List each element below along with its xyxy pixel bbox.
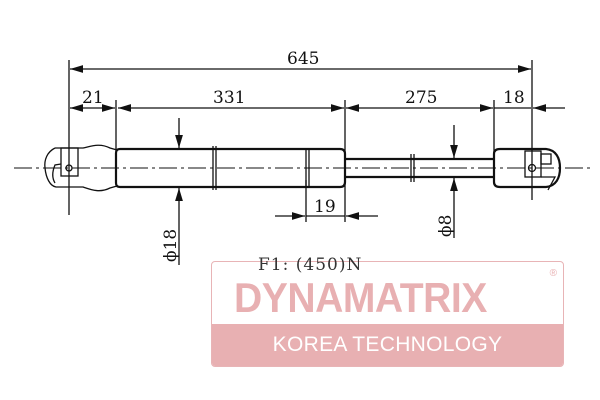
dimension-diameter-18: ϕ18 <box>161 118 183 265</box>
dim-18-label: 18 <box>503 88 525 108</box>
dim-phi18-label: ϕ18 <box>161 229 181 262</box>
registered-mark: ® <box>549 268 557 279</box>
left-end-fitting <box>44 144 118 192</box>
force-label: F1: (450)N <box>258 255 363 275</box>
piston-rod <box>345 154 494 182</box>
brand-logo: DYNAMATRIX ® KOREA TECHNOLOGY <box>211 261 564 367</box>
cylinder-body <box>114 146 347 190</box>
extension-lines <box>68 60 533 222</box>
dim-331-label: 331 <box>213 88 245 108</box>
dimension-cap-19: 19 <box>275 197 378 220</box>
dimension-row-2: 21 331 275 18 <box>70 88 565 112</box>
tagline: KOREA TECHNOLOGY <box>272 333 503 356</box>
dim-phi8-label: ϕ8 <box>436 215 456 237</box>
tagline-band: KOREA TECHNOLOGY <box>212 324 563 366</box>
dim-21-label: 21 <box>82 88 104 108</box>
dim-19-label: 19 <box>314 197 336 217</box>
brand-name: DYNAMATRIX <box>234 274 487 321</box>
dim-275-label: 275 <box>405 88 437 108</box>
dimension-overall: 645 <box>70 49 531 73</box>
dimension-diameter-8: ϕ8 <box>436 125 458 238</box>
right-end-fitting <box>492 147 562 191</box>
dim-645-label: 645 <box>287 49 319 69</box>
